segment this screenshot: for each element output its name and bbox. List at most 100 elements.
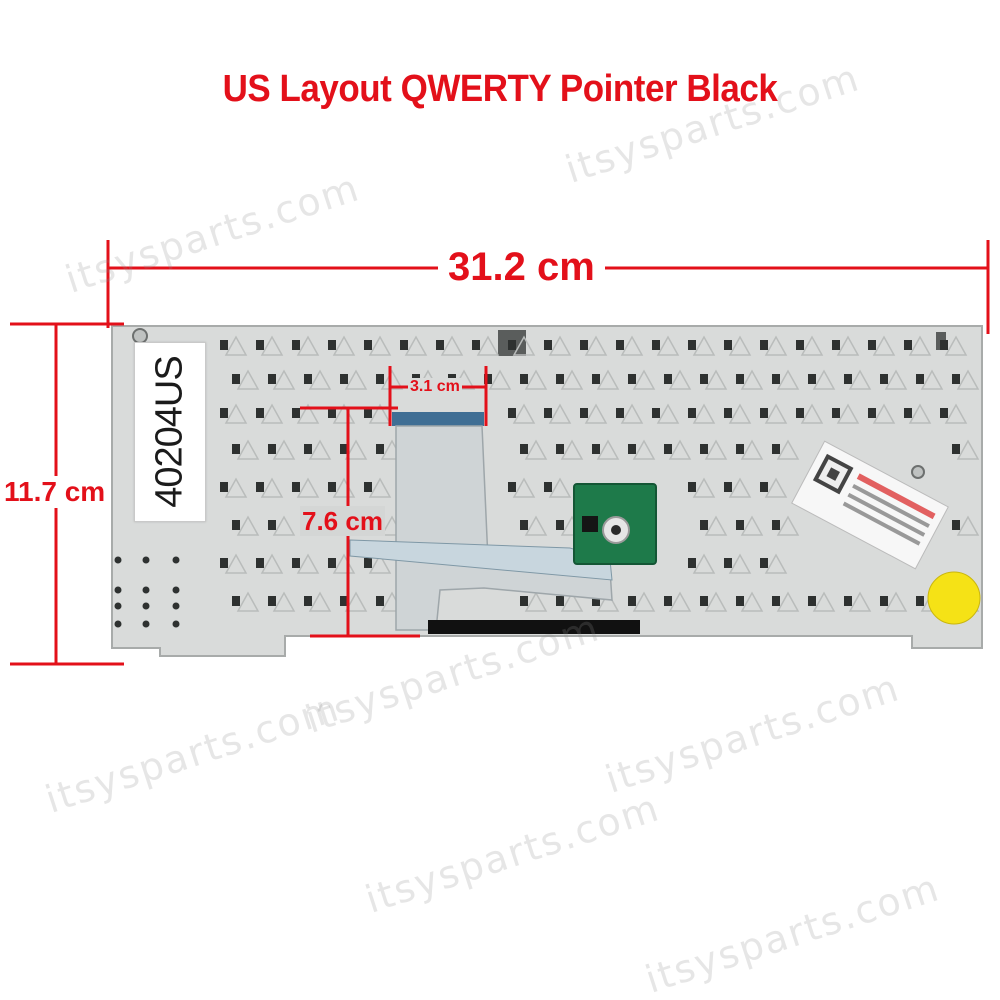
part-number-sticker: 40204US — [134, 342, 206, 522]
key-hole — [364, 340, 372, 350]
key-hole — [292, 482, 300, 492]
key-hole — [220, 558, 228, 568]
key-hole — [268, 374, 276, 384]
part-number-text: 40204US — [148, 356, 191, 508]
key-rib — [524, 439, 548, 460]
key-hole — [688, 340, 696, 350]
key-rib — [344, 369, 368, 390]
key-hole — [256, 340, 264, 350]
ribbon-cable-connector — [392, 412, 484, 426]
pcb-chip — [582, 516, 598, 532]
key-hole — [508, 340, 516, 350]
key-rib — [512, 477, 536, 498]
key-rib — [908, 403, 932, 424]
key-rib — [596, 591, 620, 612]
key-hole — [688, 408, 696, 418]
key-hole — [556, 444, 564, 454]
key-rib — [812, 369, 836, 390]
key-hole — [844, 596, 852, 606]
key-rib — [692, 403, 716, 424]
key-hole — [376, 444, 384, 454]
key-rib — [296, 477, 320, 498]
plate-hole — [142, 602, 150, 610]
key-rib — [692, 477, 716, 498]
key-hole — [724, 408, 732, 418]
key-rib — [548, 403, 572, 424]
key-rib — [764, 335, 788, 356]
key-rib — [260, 403, 284, 424]
key-rib — [764, 403, 788, 424]
key-hole — [364, 408, 372, 418]
key-hole — [472, 340, 480, 350]
key-hole — [796, 408, 804, 418]
ribbon-cable — [395, 425, 613, 631]
key-rib — [740, 369, 764, 390]
key-rib — [776, 515, 800, 536]
key-rib — [836, 335, 860, 356]
key-hole — [484, 374, 492, 384]
key-hole — [772, 444, 780, 454]
key-hole — [292, 340, 300, 350]
key-rib — [512, 403, 536, 424]
key-rib — [632, 591, 656, 612]
key-hole — [772, 596, 780, 606]
key-hole — [232, 520, 240, 530]
key-rib — [908, 335, 932, 356]
pointer-cable — [349, 539, 613, 581]
key-rib — [404, 335, 428, 356]
cable-height-dimension-label: 7.6 cm — [300, 506, 385, 536]
key-hole — [508, 482, 516, 492]
key-hole — [268, 596, 276, 606]
key-hole — [736, 520, 744, 530]
key-rib — [884, 591, 908, 612]
key-rib — [704, 515, 728, 536]
key-rib — [800, 335, 824, 356]
key-hole — [832, 408, 840, 418]
key-hole — [592, 596, 600, 606]
key-hole — [328, 408, 336, 418]
key-hole — [256, 482, 264, 492]
plate-hole — [114, 620, 122, 628]
product-title: US Layout QWERTY Pointer Black — [222, 68, 778, 110]
key-hole — [256, 408, 264, 418]
key-hole — [760, 558, 768, 568]
key-rib — [224, 477, 248, 498]
key-rib — [368, 403, 392, 424]
cable-width-dimension-label: 3.1 cm — [408, 378, 462, 396]
key-hole — [232, 374, 240, 384]
key-rib — [260, 477, 284, 498]
key-rib — [596, 439, 620, 460]
key-hole — [760, 340, 768, 350]
key-rib — [704, 439, 728, 460]
key-hole — [556, 520, 564, 530]
key-rib — [308, 369, 332, 390]
key-hole — [304, 596, 312, 606]
key-rib — [260, 335, 284, 356]
key-rib — [272, 515, 296, 536]
key-rib — [548, 335, 572, 356]
key-rib — [332, 335, 356, 356]
key-hole — [580, 408, 588, 418]
key-rib — [800, 403, 824, 424]
key-rib — [776, 591, 800, 612]
key-rib — [692, 553, 716, 574]
plate-hole — [172, 586, 180, 594]
key-rib — [776, 369, 800, 390]
key-hole — [916, 374, 924, 384]
key-hole — [844, 374, 852, 384]
key-hole — [664, 596, 672, 606]
key-hole — [952, 444, 960, 454]
plate-hole — [114, 602, 122, 610]
key-rib — [524, 369, 548, 390]
key-hole — [304, 374, 312, 384]
key-rib — [524, 591, 548, 612]
key-hole — [220, 408, 228, 418]
key-rib — [740, 515, 764, 536]
key-rib — [308, 439, 332, 460]
key-hole — [664, 444, 672, 454]
key-hole — [940, 408, 948, 418]
key-rib — [296, 335, 320, 356]
key-rib — [560, 591, 584, 612]
key-rib — [296, 403, 320, 424]
plate-hole — [172, 556, 180, 564]
